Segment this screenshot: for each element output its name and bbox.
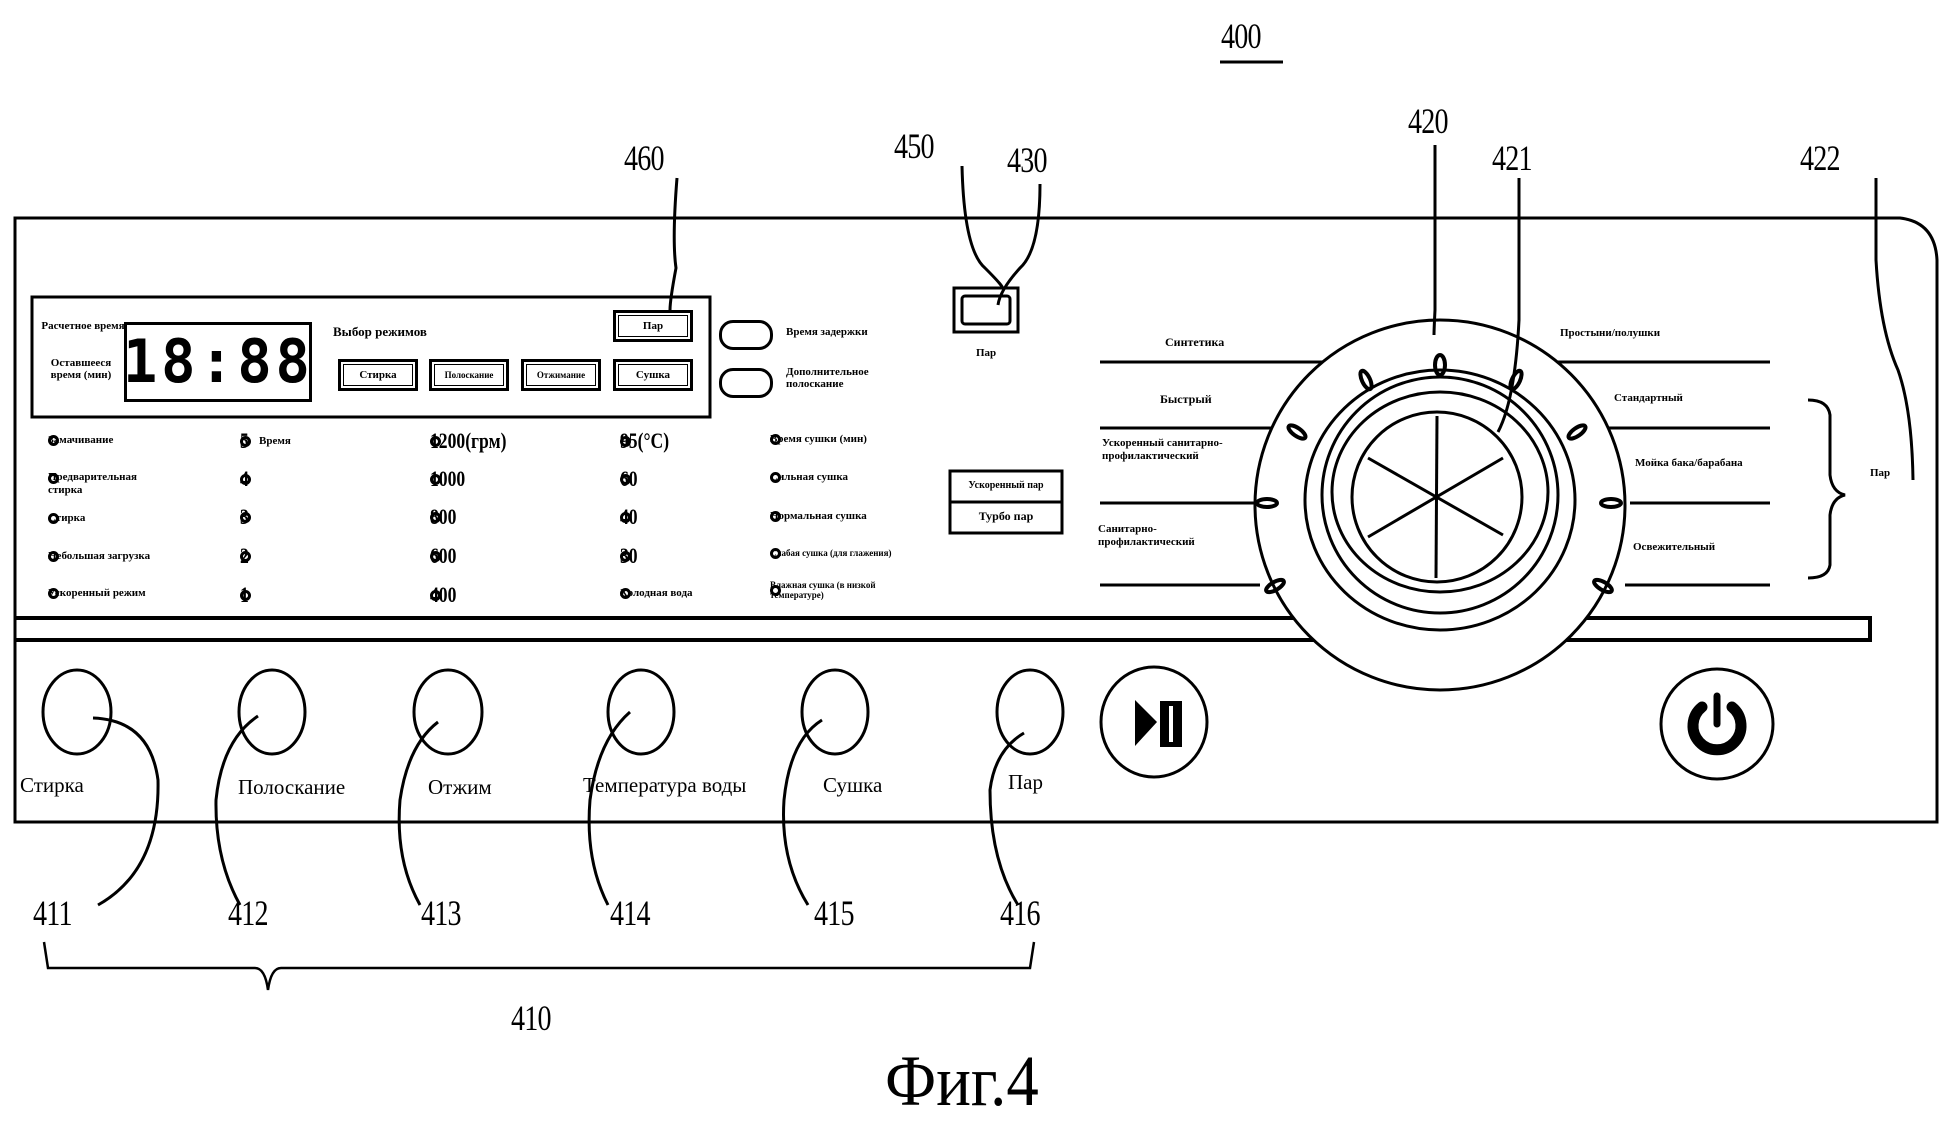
dry-button[interactable] bbox=[802, 670, 868, 754]
mode-button-rinse[interactable]: Полоскание bbox=[429, 359, 509, 391]
ref-416: 416 bbox=[1000, 895, 1040, 931]
indicator-led bbox=[770, 472, 781, 483]
spin-button-label: Отжим bbox=[428, 775, 492, 800]
steam-indicator-label: Пар bbox=[976, 347, 996, 359]
mode-button-wash[interactable]: Стирка bbox=[338, 359, 418, 391]
indicator-led bbox=[770, 434, 781, 445]
panel-strip bbox=[15, 618, 1870, 640]
rinse-button[interactable] bbox=[239, 670, 305, 754]
indicator-led bbox=[48, 551, 59, 562]
mode-select-label: Выбор режимов bbox=[333, 325, 427, 339]
option-temp-4: Холодная вода bbox=[620, 587, 693, 600]
time-label-remaining: Оставшееся время (мин) bbox=[36, 357, 126, 381]
option-rinse-0: 5 Время bbox=[240, 428, 291, 454]
option-dry-0: Время сушки (мин) bbox=[770, 433, 867, 446]
option-wash-3: Небольшая загрузка bbox=[48, 550, 150, 563]
ref-415: 415 bbox=[814, 895, 854, 931]
indicator-led bbox=[770, 585, 781, 596]
option-rinse-3: 2 bbox=[240, 543, 251, 569]
option-rinse-2: 3 bbox=[240, 504, 251, 530]
steam-mode-turbo[interactable]: Турбо пар bbox=[953, 510, 1059, 524]
option-wash-4: Ускоренный режим bbox=[48, 587, 146, 600]
option-spin-0: 1200(грм) bbox=[430, 428, 526, 454]
start-pause-button[interactable] bbox=[1101, 667, 1207, 777]
ref-412: 412 bbox=[228, 895, 268, 931]
dial-program-sanitary[interactable]: Санитарно-профилактический bbox=[1098, 523, 1228, 549]
delay-time-label: Время задержки bbox=[786, 326, 868, 338]
time-display: 18:88 bbox=[124, 322, 312, 402]
water-temp-button-label: Температура воды bbox=[583, 773, 746, 798]
dial-steam-group-label: Пар bbox=[1870, 467, 1890, 480]
ref-450: 450 bbox=[894, 128, 934, 164]
time-label-calculated: Расчетное время bbox=[38, 320, 128, 332]
indicator-led bbox=[770, 511, 781, 522]
option-dry-1: Сильная сушка bbox=[770, 471, 848, 484]
figure-caption: Фиг.4 bbox=[885, 1040, 1039, 1123]
extra-rinse-label: Дополнительное полоскание bbox=[786, 366, 906, 390]
ref-413: 413 bbox=[421, 895, 461, 931]
option-rinse-4: 1 bbox=[240, 582, 251, 608]
dial-program-fast-sanitary[interactable]: Ускоренный санитарно-профилактический bbox=[1102, 437, 1232, 463]
option-spin-3: 600 bbox=[430, 543, 463, 569]
steam-button-label: Пар bbox=[1008, 770, 1043, 795]
option-temp-0: 95(°C) bbox=[620, 428, 681, 454]
steam-mode-accelerated[interactable]: Ускоренный пар bbox=[953, 480, 1059, 492]
mode-button-steam[interactable]: Пар bbox=[613, 310, 693, 342]
ref-414: 414 bbox=[610, 895, 650, 931]
ref-430: 430 bbox=[1007, 142, 1047, 178]
time-digits: 18:88 bbox=[123, 327, 314, 397]
power-button[interactable] bbox=[1661, 669, 1773, 779]
rinse-button-label: Полоскание bbox=[238, 775, 345, 800]
wash-button-label: Стирка bbox=[20, 773, 84, 798]
option-dry-4: Влажная сушка (в низкой температуре) bbox=[770, 580, 890, 601]
ref-460: 460 bbox=[624, 140, 664, 176]
option-spin-2: 800 bbox=[430, 504, 463, 530]
indicator-led bbox=[48, 435, 59, 446]
ref-400: 400 bbox=[1221, 18, 1261, 54]
indicator-led bbox=[48, 513, 59, 524]
option-wash-2: Стирка bbox=[48, 512, 85, 525]
dry-button-label: Сушка bbox=[823, 773, 882, 798]
ref-411: 411 bbox=[33, 895, 72, 931]
ref-422: 422 bbox=[1800, 140, 1840, 176]
indicator-led bbox=[620, 588, 631, 599]
option-temp-3: 30 bbox=[620, 543, 642, 569]
dial-program-bedding[interactable]: Простыни/полушки bbox=[1560, 327, 1660, 340]
water-temp-button[interactable] bbox=[608, 670, 674, 754]
dial-program-tub-clean[interactable]: Мойка бака/барабана bbox=[1635, 457, 1743, 470]
dial-program-standard[interactable]: Стандартный bbox=[1614, 392, 1683, 405]
option-temp-2: 40 bbox=[620, 504, 642, 530]
mode-button-spin[interactable]: Отжимание bbox=[521, 359, 601, 391]
dial-program-refresh[interactable]: Освежительный bbox=[1633, 541, 1715, 554]
ref-421: 421 bbox=[1492, 140, 1532, 176]
indicator-led bbox=[48, 588, 59, 599]
option-wash-0: Замачивание bbox=[48, 434, 113, 447]
delay-time-button[interactable] bbox=[719, 320, 773, 350]
ref-420: 420 bbox=[1408, 103, 1448, 139]
dial-program-quick[interactable]: Быстрый bbox=[1160, 392, 1212, 406]
indicator-led bbox=[48, 473, 59, 484]
steam-button[interactable] bbox=[997, 670, 1063, 754]
wash-button[interactable] bbox=[43, 670, 111, 754]
spin-button[interactable] bbox=[414, 670, 482, 754]
indicator-led bbox=[770, 548, 781, 559]
ref-410: 410 bbox=[511, 1000, 551, 1036]
option-rinse-1: 4 bbox=[240, 466, 251, 492]
option-dry-2: Нормальная сушка bbox=[770, 510, 867, 523]
option-spin-4: 400 bbox=[430, 582, 463, 608]
option-temp-1: 60 bbox=[620, 466, 642, 492]
option-wash-1: Предварительная стирка bbox=[48, 471, 158, 496]
mode-button-dry[interactable]: Сушка bbox=[613, 359, 693, 391]
option-spin-1: 1000 bbox=[430, 466, 474, 492]
option-dry-3: Слабая сушка (для глажения) bbox=[770, 548, 891, 558]
extra-rinse-button[interactable] bbox=[719, 368, 773, 398]
dial-program-synthetics[interactable]: Синтетика bbox=[1165, 335, 1224, 349]
